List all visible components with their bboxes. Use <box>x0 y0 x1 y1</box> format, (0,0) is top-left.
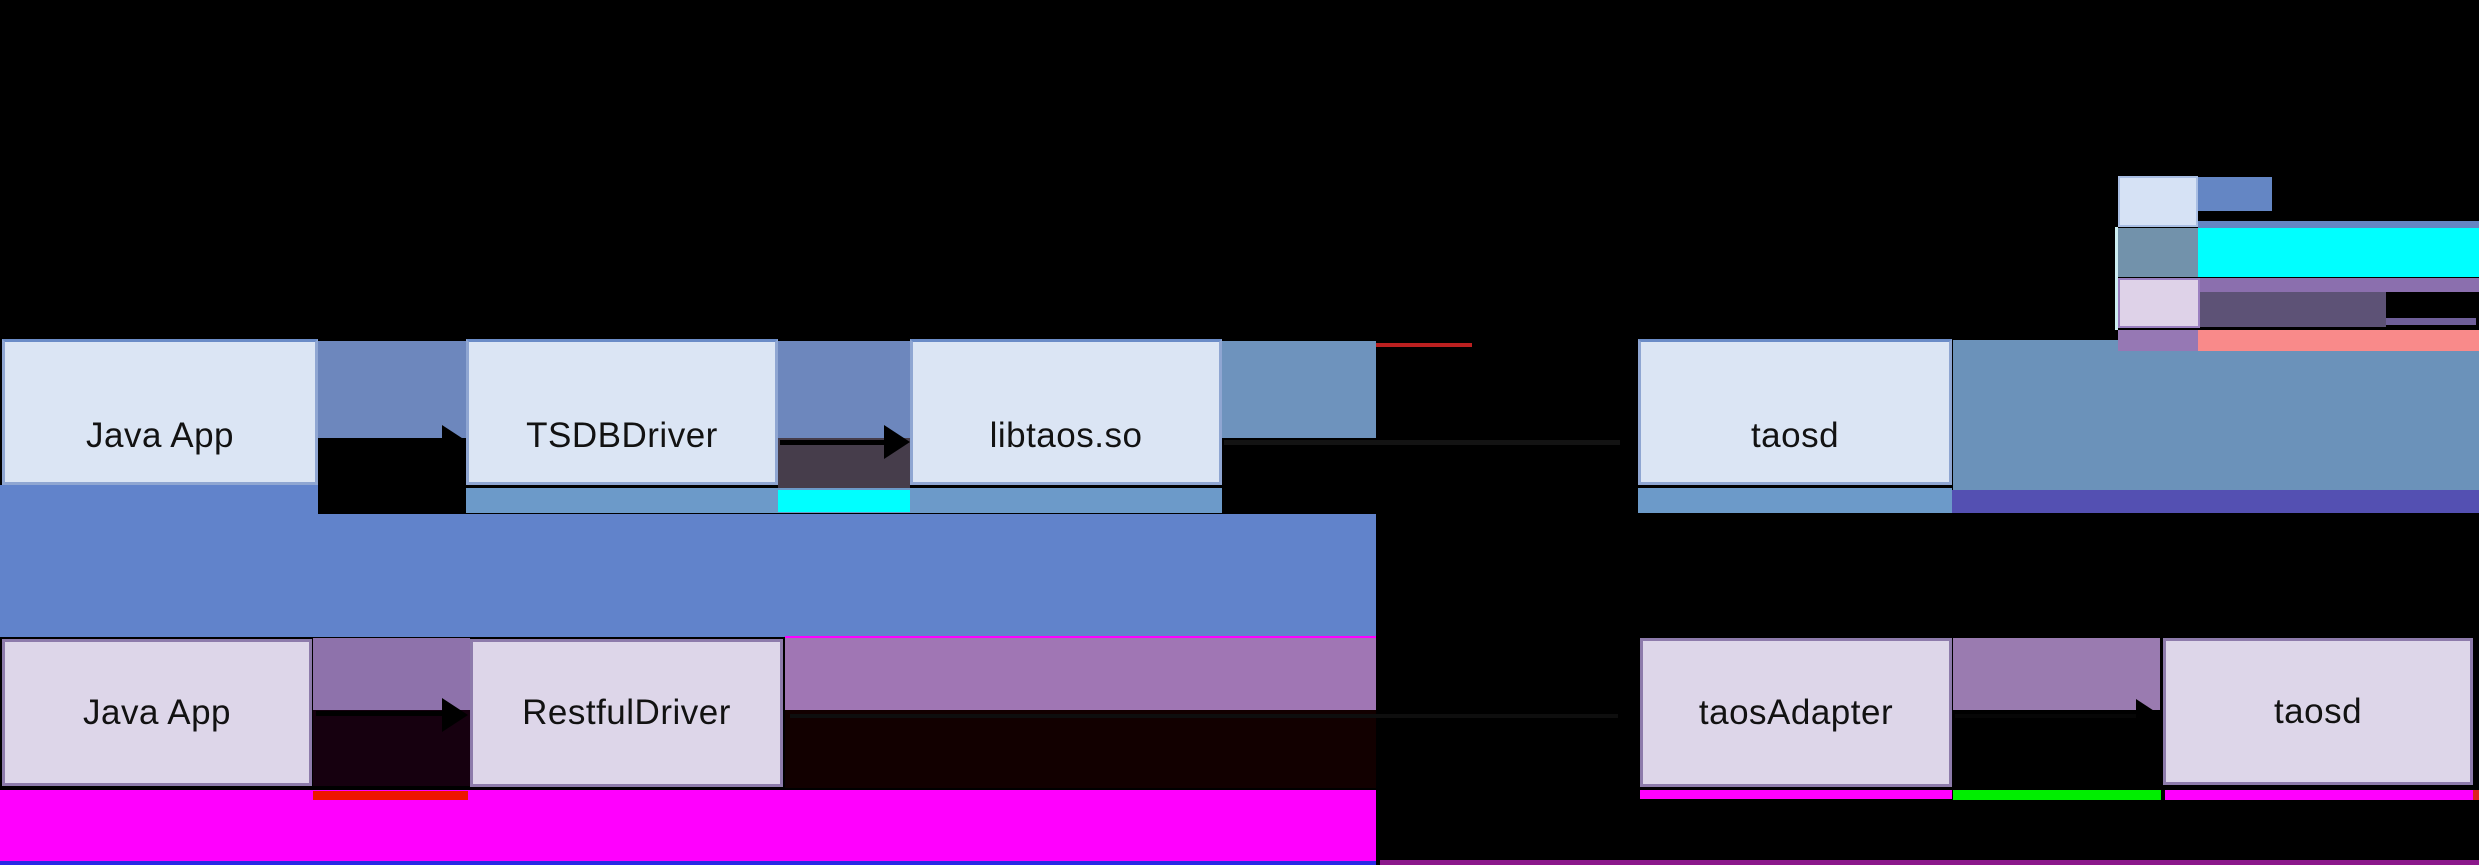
red-strip-under-gap4 <box>313 791 468 800</box>
arrowhead-tsdb-libtaos-icon <box>884 425 910 459</box>
arrowhead-taosadapter-taosd-icon <box>2136 699 2162 733</box>
gap-block-2 <box>778 341 910 438</box>
node-taosd-jni-label: taosd <box>1750 416 1840 455</box>
big-blue-band <box>0 514 1376 637</box>
legend-purple-bar <box>2200 278 2479 292</box>
legend-blue-thin-strip <box>2198 221 2479 228</box>
legend-salmon-bar <box>2198 330 2479 351</box>
arrowhead-restful-taosadapter-icon <box>1618 699 1644 733</box>
legend-swatch-lavender <box>2118 278 2200 328</box>
arrow-line-libtaos-taosd <box>1224 440 1624 445</box>
arrow-line-restful-taosadapter <box>790 714 1626 718</box>
blue-bottom-line <box>0 861 1376 865</box>
legend-swatch-steel <box>2118 228 2198 277</box>
node-taosd-rest-label: taosd <box>2273 691 2363 731</box>
node-java-app-jni-label: Java App <box>86 416 234 455</box>
node-libtaos-label: libtaos.so <box>989 416 1143 455</box>
arrow-line-java-restful <box>316 711 444 716</box>
blue-band-under-java-app <box>0 485 318 515</box>
arrow-line-taosadapter-taosd <box>1955 714 2138 718</box>
green-strip <box>1953 790 2161 800</box>
node-tsdbdriver-label: TSDBDriver <box>526 416 718 455</box>
gap-block-3 <box>1222 341 1376 438</box>
cyan-highlight-strip <box>778 490 910 512</box>
arrow-line-java-tsdb <box>320 440 448 445</box>
dark-lower-mid <box>785 710 1376 788</box>
magenta-band <box>0 790 1376 862</box>
magenta-strip-under-taosd <box>2165 790 2473 800</box>
node-java-app-jni: Java App <box>2 339 318 485</box>
magenta-strip-under-taosadapter <box>1640 790 1952 799</box>
legend-purple-tail <box>2386 318 2476 325</box>
node-taosd-jni: taosd <box>1638 339 1952 485</box>
legend <box>2110 170 2479 355</box>
gap-block-1 <box>318 341 466 438</box>
mauve-band-right <box>1953 638 2160 710</box>
legend-vline <box>2115 227 2118 330</box>
node-taosadapter-label: taosAdapter <box>1698 692 1894 732</box>
node-libtaos: libtaos.so <box>910 339 1222 485</box>
node-taosd-rest: taosd <box>2163 638 2473 785</box>
indigo-strip-right <box>1950 490 2479 513</box>
node-java-app-rest-label: Java App <box>83 692 231 732</box>
node-restfuldriver: RestfulDriver <box>470 639 783 787</box>
darkmagenta-bottom-line <box>1380 860 2479 865</box>
red-line-top <box>1376 343 1472 347</box>
legend-cyan-bar <box>2198 228 2479 277</box>
red-end-block <box>2473 790 2479 800</box>
node-restfuldriver-label: RestfulDriver <box>522 693 731 732</box>
arrowhead-java-tsdb-icon <box>442 425 468 459</box>
legend-blue-bar <box>2198 177 2272 211</box>
node-taosadapter: taosAdapter <box>1640 638 1952 787</box>
legend-muted-purple-block <box>2200 292 2386 327</box>
steel-block-right <box>1953 340 2479 490</box>
legend-swatch-mauve <box>2118 330 2198 351</box>
magenta-topline <box>785 636 1376 638</box>
steel-strip-under-taosd <box>1638 488 1952 513</box>
node-java-app-rest: Java App <box>2 639 312 786</box>
legend-swatch-light-blue <box>2118 176 2198 227</box>
arrow-line-tsdb-libtaos <box>780 440 886 445</box>
arrowhead-java-restful-icon <box>442 698 468 732</box>
purple-band-left <box>785 638 1376 710</box>
node-tsdbdriver: TSDBDriver <box>466 339 778 485</box>
